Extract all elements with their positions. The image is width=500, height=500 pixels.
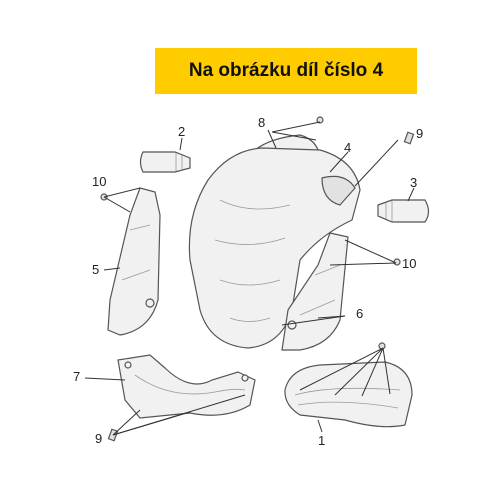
callout-4: 4 xyxy=(344,140,351,155)
callout-8: 8 xyxy=(258,115,265,130)
callout-3: 3 xyxy=(410,175,417,190)
callout-1: 1 xyxy=(318,433,325,448)
screw-8-top xyxy=(316,116,324,124)
callout-10-left: 10 xyxy=(92,174,106,189)
part-headlight xyxy=(284,361,413,428)
part-left-indicator xyxy=(139,151,191,173)
title-banner: Na obrázku díl číslo 4 xyxy=(155,48,417,94)
part-right-indicator xyxy=(377,199,430,223)
banner-text: Na obrázku díl číslo 4 xyxy=(188,60,384,81)
callout-9-top: 9 xyxy=(416,126,423,141)
callout-7: 7 xyxy=(73,369,80,384)
callout-2: 2 xyxy=(178,124,185,139)
callout-5: 5 xyxy=(92,262,99,277)
part-headlight-bracket xyxy=(117,354,256,419)
leader-lines xyxy=(84,121,415,436)
callout-9-bottom: 9 xyxy=(95,431,102,446)
screw-9-top xyxy=(403,131,415,145)
callout-10-right: 10 xyxy=(402,256,416,271)
part-left-side-panel xyxy=(107,187,161,336)
callout-6: 6 xyxy=(356,306,363,321)
